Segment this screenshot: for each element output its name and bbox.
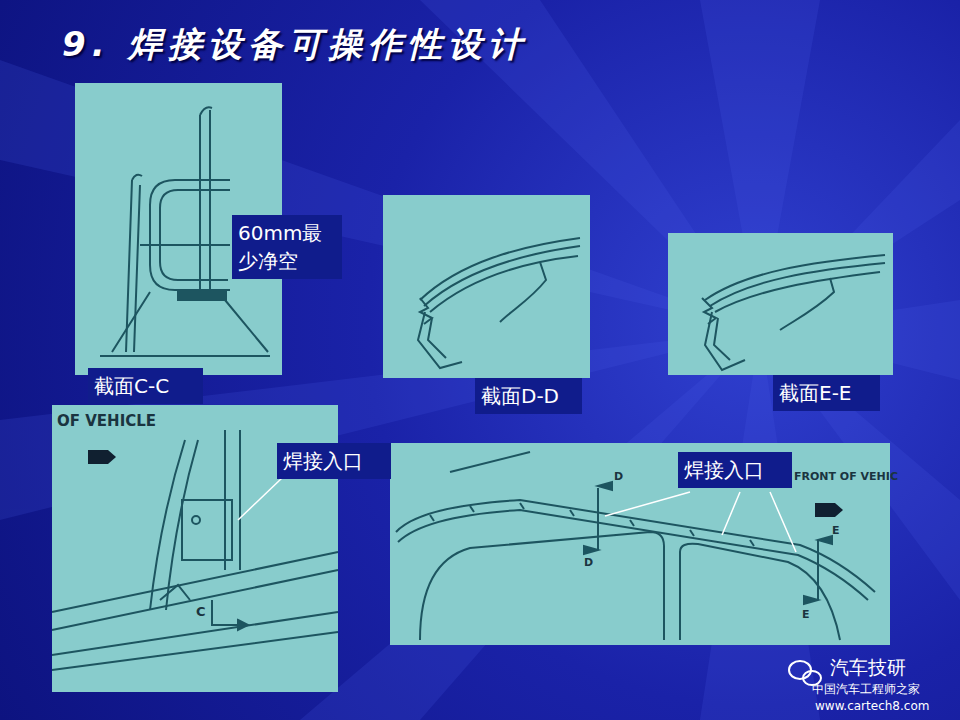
- drawing-label: C: [196, 604, 206, 620]
- callout-text: 截面E-E: [779, 379, 852, 407]
- direction-arrow: [815, 503, 843, 517]
- callout-text: 焊接入口: [684, 456, 764, 484]
- rail-profile: [418, 312, 462, 368]
- drawing-label: D: [584, 556, 593, 569]
- leader-line: [605, 492, 796, 552]
- roof-profile: [705, 255, 885, 312]
- callout-box: 60mm最少净空: [232, 215, 342, 279]
- callout-box: 焊接入口: [678, 452, 792, 488]
- section-line-d: [597, 488, 599, 550]
- slide-title: 9. 焊接设备可操作性设计: [62, 22, 528, 68]
- drawing-label: FRONT OF VEHIC: [794, 470, 898, 483]
- watermark-text: 汽车技研: [830, 656, 906, 679]
- weld-marks: [430, 503, 754, 546]
- arrow-head: [584, 546, 598, 554]
- section-arrow: [212, 600, 238, 625]
- weld-pad: [178, 290, 226, 300]
- bracket: [182, 500, 232, 560]
- pillar-lines: [200, 107, 212, 300]
- callout-box: 截面D-D: [475, 378, 582, 414]
- direction-arrow: [88, 450, 116, 464]
- clamp-bracket: [160, 190, 230, 280]
- photo-ground: [668, 233, 893, 375]
- clearance-line: [140, 244, 230, 246]
- photo-ground: [383, 195, 590, 378]
- sill-rails: [52, 552, 338, 670]
- wechat-icon: [789, 661, 821, 685]
- arrow-head: [598, 482, 612, 490]
- drawing-label: E: [802, 608, 810, 621]
- outline: [450, 452, 530, 472]
- arrow-head: [818, 536, 832, 544]
- arrow-head: [238, 620, 248, 630]
- callout-box: 焊接入口: [277, 443, 391, 479]
- callout-text: 截面C-C: [94, 372, 169, 400]
- callout-box: 截面C-C: [88, 368, 203, 404]
- leader-line: [238, 478, 282, 520]
- weld-symbol: [702, 298, 716, 324]
- pillar-outline: [150, 440, 198, 610]
- roof-profile: [420, 238, 580, 312]
- clamp-bracket: [150, 180, 230, 290]
- callout-text: 焊接入口: [283, 447, 363, 475]
- drawing-label: OF VEHICLE: [57, 412, 156, 430]
- door-opening: [680, 544, 840, 640]
- watermark-text: www.cartech8.com: [815, 699, 929, 713]
- callout-text: 截面D-D: [481, 382, 559, 410]
- inner-panel: [780, 278, 834, 330]
- section-line-e: [817, 540, 819, 600]
- section-ee-photo: [668, 233, 893, 375]
- hole: [192, 516, 200, 524]
- arrow-head: [804, 596, 818, 604]
- drawing-label: E: [832, 524, 840, 537]
- roof-rail: [396, 500, 875, 600]
- door-opening: [420, 532, 664, 640]
- weld-symbol: [420, 298, 432, 324]
- base-lines: [100, 292, 270, 356]
- callout-text: 60mm最少净空: [238, 219, 336, 275]
- gusset: [160, 585, 190, 600]
- callout-box: 截面E-E: [773, 375, 880, 411]
- bubble: [789, 661, 811, 679]
- watermark-text: 中国汽车工程师之家: [812, 682, 920, 696]
- inner-panel: [500, 262, 546, 322]
- section-dd-photo: [383, 195, 590, 378]
- drawing-label: D: [614, 470, 623, 483]
